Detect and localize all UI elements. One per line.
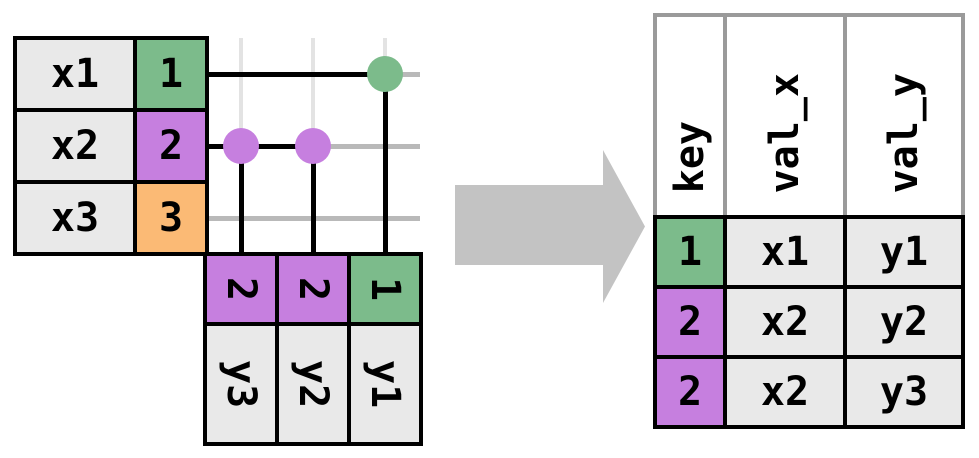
match-dot-icon xyxy=(295,128,331,164)
x-table-val-cell: x1 xyxy=(13,36,137,112)
x-table-val-cell: x3 xyxy=(13,180,137,256)
result-header-valx: val_x xyxy=(762,72,808,193)
result-key: 2 xyxy=(677,299,703,345)
result-key-cell: 1 xyxy=(653,215,727,289)
result-header-valy: val_y xyxy=(881,72,927,193)
y-table-val-cell: y2 xyxy=(275,322,351,446)
x-table-val-cell: x2 xyxy=(13,108,137,184)
x-table-key: 2 xyxy=(158,123,184,169)
y-table-val: y1 xyxy=(362,359,408,409)
match-dot-icon xyxy=(367,56,403,92)
y-table-val: y3 xyxy=(218,359,264,409)
result-header-valy-cell: val_y xyxy=(843,13,965,219)
x-table-val: x1 xyxy=(50,51,100,97)
result-header-valx-cell: val_x xyxy=(723,13,847,219)
connector-col-y1 xyxy=(383,74,388,258)
result-valx: x2 xyxy=(760,369,810,415)
x-table-val: x2 xyxy=(50,123,100,169)
result-valy: y3 xyxy=(879,369,929,415)
y-table-key-cell: 1 xyxy=(347,252,423,326)
result-key-cell: 2 xyxy=(653,355,727,429)
x-table-key: 3 xyxy=(158,195,184,241)
match-dot-icon xyxy=(223,128,259,164)
result-valx-cell: x2 xyxy=(723,355,847,429)
x-table-key-cell: 3 xyxy=(133,180,209,256)
x-table-key-cell: 2 xyxy=(133,108,209,184)
result-valy-cell: y2 xyxy=(843,285,965,359)
x-table-key: 1 xyxy=(158,51,184,97)
result-valy-cell: y1 xyxy=(843,215,965,289)
y-table-key-cell: 2 xyxy=(275,252,351,326)
y-table-key: 1 xyxy=(362,276,408,302)
y-table-val: y2 xyxy=(290,359,336,409)
result-valx-cell: x2 xyxy=(723,285,847,359)
result-header-key-cell: key xyxy=(653,13,727,219)
result-valx-cell: x1 xyxy=(723,215,847,289)
connector-col-y2 xyxy=(311,144,316,258)
result-valy: y1 xyxy=(879,229,929,275)
connector-row-key2 xyxy=(205,144,315,149)
merge-arrow-icon xyxy=(455,150,645,303)
result-valx: x1 xyxy=(760,229,810,275)
y-table-val-cell: y1 xyxy=(347,322,423,446)
connector-col-y3 xyxy=(239,144,244,258)
x-table-key-cell: 1 xyxy=(133,36,209,112)
result-key-cell: 2 xyxy=(653,285,727,359)
y-table-val-cell: y3 xyxy=(203,322,279,446)
result-valx: x2 xyxy=(760,299,810,345)
x-table-val: x3 xyxy=(50,195,100,241)
result-valy: y2 xyxy=(879,299,929,345)
y-table-key-cell: 2 xyxy=(203,252,279,326)
result-key: 2 xyxy=(677,369,703,415)
result-header-key: key xyxy=(667,120,713,193)
result-key: 1 xyxy=(677,229,703,275)
y-table-key: 2 xyxy=(290,276,336,302)
y-table-key: 2 xyxy=(218,276,264,302)
result-valy-cell: y3 xyxy=(843,355,965,429)
connector-row-key1 xyxy=(205,72,387,77)
